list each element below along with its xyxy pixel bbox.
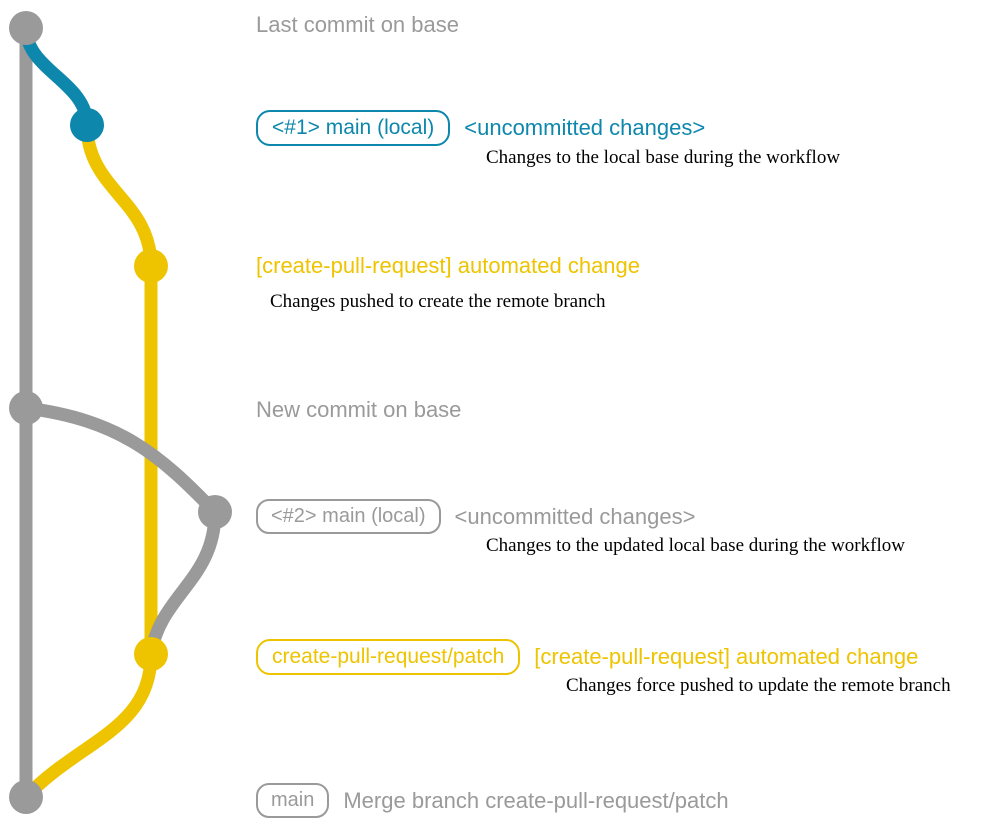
commit-subject: [create-pull-request] automated change <box>256 253 641 278</box>
edge-patchforce-to-merge <box>19 647 158 804</box>
branch-chip-main[interactable]: main <box>256 783 330 818</box>
commit-node-base-new-commit <box>9 391 43 425</box>
row-create-pull-request-patch-force: create-pull-request/patch [create-pull-r… <box>256 639 918 675</box>
commit-node-base-merge <box>9 780 43 814</box>
row-local-uncommitted-1: <#1> main (local) <uncommitted changes> <box>256 110 705 146</box>
commit-node-base-head <box>9 11 43 45</box>
edge-local1-to-patch <box>80 118 158 273</box>
commit-subject: Last commit on base <box>256 12 459 37</box>
edge-local2-to-patchforce <box>144 505 222 661</box>
edge-base-to-local1 <box>19 21 94 132</box>
row-last-commit-on-base: Last commit on base <box>256 14 459 36</box>
commit-subject: <uncommitted changes> <box>454 503 696 529</box>
row-create-pull-request-automated-change: [create-pull-request] automated change <box>256 255 640 277</box>
commit-description: Changes pushed to create the remote bran… <box>270 291 606 312</box>
commit-subject: Merge branch create-pull-request/patch <box>343 787 729 813</box>
commit-description: Changes to the updated local base during… <box>486 535 905 556</box>
branch-chip-main-local-1[interactable]: <#1> main (local) <box>256 110 451 146</box>
commit-subject: [create-pull-request] automated change <box>534 644 919 669</box>
commit-node-local-2 <box>198 495 232 529</box>
commit-subject: <uncommitted changes> <box>464 115 706 140</box>
commit-node-patch-force <box>134 637 168 671</box>
commit-node-local-1 <box>70 108 104 142</box>
edge-base-to-local2 <box>19 401 222 519</box>
commit-description: Changes force pushed to update the remot… <box>566 675 951 696</box>
row-local-uncommitted-2: <#2> main (local) <uncommitted changes> <box>256 499 695 534</box>
row-new-commit-on-base: New commit on base <box>256 399 461 421</box>
branch-chip-create-pull-request-patch[interactable]: create-pull-request/patch <box>256 639 521 675</box>
commit-node-patch-create <box>134 249 168 283</box>
commit-subject: New commit on base <box>256 397 462 422</box>
row-merge-branch: main Merge branch create-pull-request/pa… <box>256 783 729 818</box>
commit-nodes <box>9 11 232 814</box>
branch-chip-main-local-2[interactable]: <#2> main (local) <box>256 499 441 534</box>
commit-description: Changes to the local base during the wor… <box>486 147 841 168</box>
